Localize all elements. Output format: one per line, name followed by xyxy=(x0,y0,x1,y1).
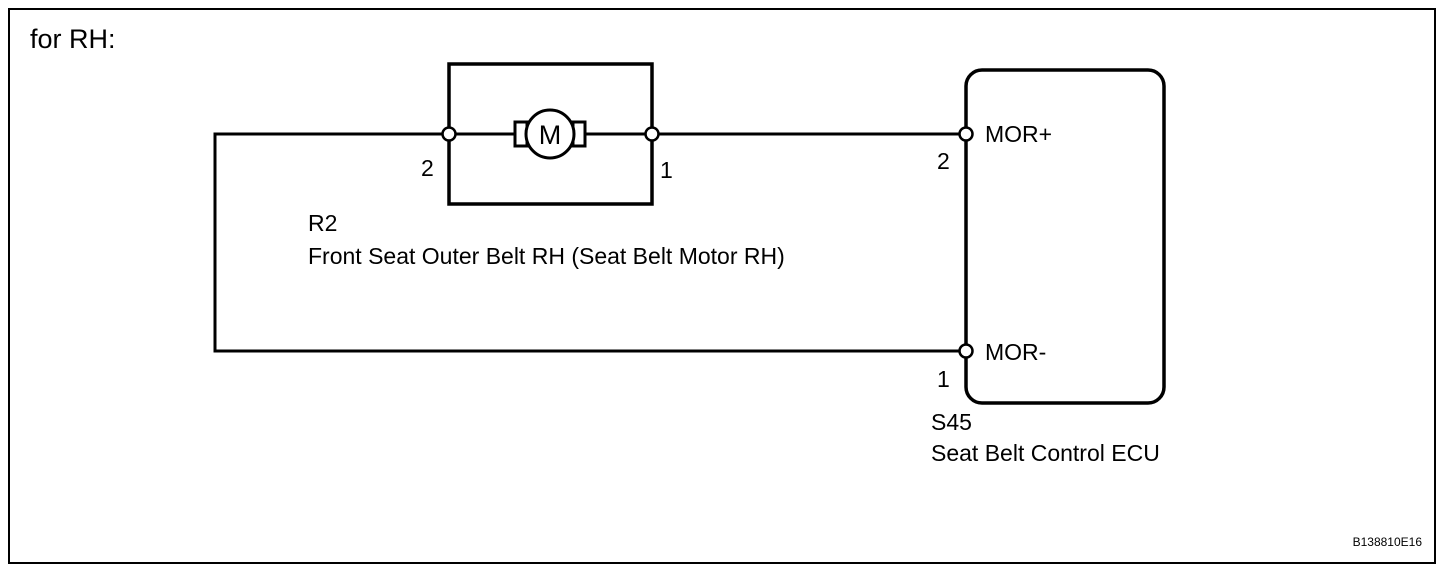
ecu-pin-2-label: 2 xyxy=(937,148,950,174)
ecu-pin-1-label: 1 xyxy=(937,366,950,392)
motor-connector-code: R2 xyxy=(308,210,337,236)
ecu-connector-code: S45 xyxy=(931,409,972,435)
motor-symbol: M xyxy=(539,120,562,150)
motor-pin-1-label: 1 xyxy=(660,157,673,183)
motor-pin-2-label: 2 xyxy=(421,155,434,181)
figure-code: B138810E16 xyxy=(1353,535,1423,549)
wire-minus xyxy=(213,132,960,353)
motor-icon: M xyxy=(449,108,652,160)
ecu-pin-1 xyxy=(958,343,974,359)
ecu-terminal-minus: MOR- xyxy=(985,339,1046,365)
motor-pin-2 xyxy=(441,126,457,142)
ecu-terminal-plus: MOR+ xyxy=(985,121,1052,147)
diagram-title: for RH: xyxy=(30,24,116,54)
motor-pin-1 xyxy=(644,126,660,142)
diagram-frame xyxy=(8,8,1436,564)
motor-name: Front Seat Outer Belt RH (Seat Belt Moto… xyxy=(308,243,785,269)
ecu-name: Seat Belt Control ECU xyxy=(931,440,1160,466)
ecu-pin-2 xyxy=(958,126,974,142)
ecu-box xyxy=(964,68,1166,405)
